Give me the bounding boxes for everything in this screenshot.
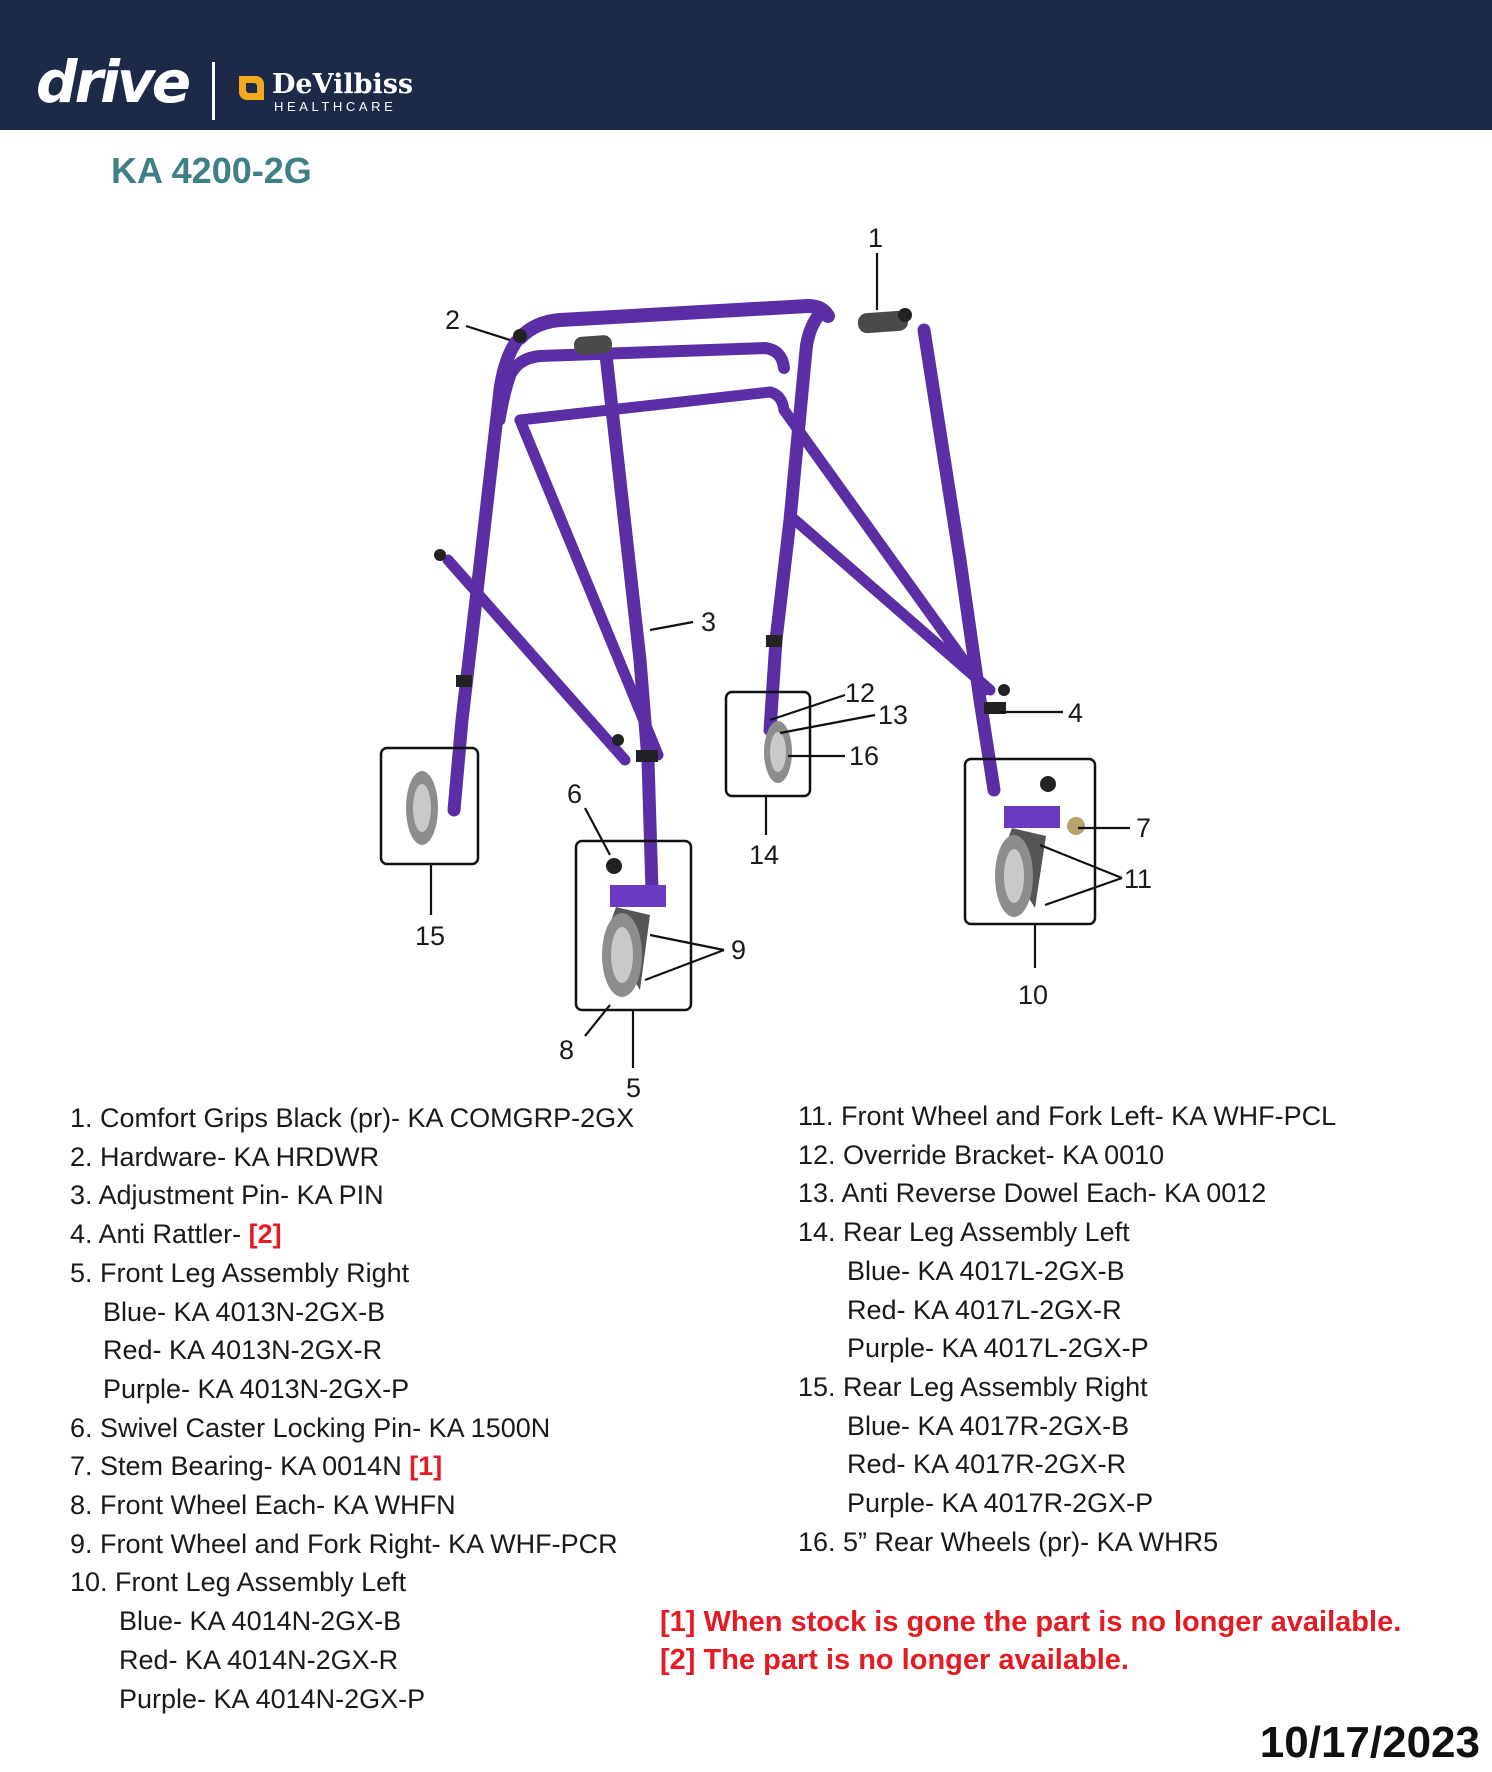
callout-4: 4 — [1068, 698, 1084, 728]
devilbiss-mark-icon — [239, 76, 264, 100]
header-banner: drive DeVilbiss HEALTHCARE — [0, 0, 1492, 130]
callout-15: 15 — [415, 921, 446, 951]
caster-15 — [406, 771, 438, 845]
part-item: 3. Adjustment Pin- KA PIN — [70, 1180, 384, 1211]
detail-boxes — [379, 690, 1097, 1012]
part-item: 6. Swivel Caster Locking Pin- KA 1500N — [70, 1412, 551, 1443]
callout-3: 3 — [701, 607, 717, 637]
part-item-label: 7. Stem Bearing- KA 0014N — [70, 1451, 410, 1482]
availability-notes: [1] When stock is gone the part is no lo… — [660, 1603, 1401, 1679]
part-item: 13. Anti Reverse Dowel Each- KA 0012 — [798, 1178, 1267, 1209]
availability-flag: [2] — [248, 1219, 282, 1250]
note-2: [2] The part is no longer available. — [660, 1644, 1129, 1676]
parts-list-left: 1. Comfort Grips Black (pr)- KA COMGRP-2… — [70, 1099, 634, 1718]
caster-front-right — [602, 858, 666, 997]
part-item: 4. Anti Rattler- [2] — [70, 1215, 634, 1254]
note-1: [1] When stock is gone the part is no lo… — [660, 1606, 1402, 1638]
callout-8: 8 — [559, 1035, 575, 1065]
walker-frame — [442, 299, 1001, 897]
part-item: 8. Front Wheel Each- KA WHFN — [70, 1490, 456, 1521]
part-item: 15. Rear Leg Assembly Right — [798, 1371, 1148, 1402]
callout-16: 16 — [849, 741, 880, 771]
part-variant: Red- KA 4014N-2GX-R — [119, 1644, 399, 1675]
part-item: 12. Override Bracket- KA 0010 — [798, 1139, 1165, 1170]
callout-7: 7 — [1136, 813, 1152, 843]
part-variant: Purple- KA 4017L-2GX-P — [847, 1333, 1149, 1364]
callout-11: 11 — [1124, 864, 1153, 894]
logo-divider — [212, 62, 215, 120]
callout-9: 9 — [731, 935, 747, 965]
callout-12: 12 — [845, 678, 876, 708]
part-variant: Blue- KA 4017R-2GX-B — [847, 1410, 1130, 1441]
healthcare-logo-text: HEALTHCARE — [274, 99, 397, 114]
revision-date: 10/17/2023 — [1259, 1718, 1480, 1767]
part-item: 5. Front Leg Assembly Right — [70, 1257, 410, 1288]
caster-front-left — [995, 776, 1085, 917]
part-variant: Blue- KA 4017L-2GX-B — [847, 1255, 1125, 1286]
part-variant: Purple- KA 4017R-2GX-P — [847, 1488, 1154, 1519]
availability-flag: [1] — [409, 1451, 443, 1482]
part-item: 2. Hardware- KA HRDWR — [70, 1141, 380, 1172]
caster-14 — [764, 721, 792, 783]
part-item: 10. Front Leg Assembly Left — [70, 1567, 407, 1598]
part-variant: Purple- KA 4013N-2GX-P — [103, 1373, 410, 1404]
parts-list-right: 11. Front Wheel and Fork Left- KA WHF-PC… — [798, 1097, 1336, 1561]
callout-6: 6 — [567, 779, 583, 809]
callout-5: 5 — [626, 1073, 642, 1103]
drive-logo: drive — [36, 48, 191, 116]
part-item-label: 4. Anti Rattler- — [70, 1219, 249, 1250]
part-item: 7. Stem Bearing- KA 0014N [1] — [70, 1447, 634, 1486]
callout-13: 13 — [878, 700, 909, 730]
callout-2: 2 — [445, 305, 461, 335]
part-item: 14. Rear Leg Assembly Left — [798, 1217, 1130, 1248]
part-variant: Red- KA 4017L-2GX-R — [847, 1294, 1122, 1325]
callout-1: 1 — [868, 223, 884, 253]
part-item: 16. 5” Rear Wheels (pr)- KA WHR5 — [798, 1526, 1219, 1557]
part-item: 11. Front Wheel and Fork Left- KA WHF-PC… — [798, 1101, 1337, 1131]
devilbiss-logo-text: DeVilbiss — [272, 69, 414, 100]
callout-10: 10 — [1018, 980, 1049, 1010]
part-item: 9. Front Wheel and Fork Right- KA WHF-PC… — [70, 1528, 618, 1559]
leg-clamps — [434, 308, 1010, 762]
leader-lines — [429, 253, 1130, 1068]
part-item: 1. Comfort Grips Black (pr)- KA COMGRP-2… — [70, 1103, 635, 1133]
part-variant: Blue- KA 4014N-2GX-B — [119, 1606, 402, 1637]
comfort-grips — [573, 310, 909, 355]
walker-exploded-diagram — [379, 253, 1130, 1068]
part-variant: Red- KA 4013N-2GX-R — [103, 1335, 383, 1366]
part-variant: Red- KA 4017R-2GX-R — [847, 1449, 1127, 1480]
model-number-title: KA 4200-2G — [111, 150, 312, 191]
part-variant: Purple- KA 4014N-2GX-P — [119, 1683, 426, 1714]
callout-14: 14 — [749, 840, 780, 870]
part-variant: Blue- KA 4013N-2GX-B — [103, 1296, 386, 1327]
